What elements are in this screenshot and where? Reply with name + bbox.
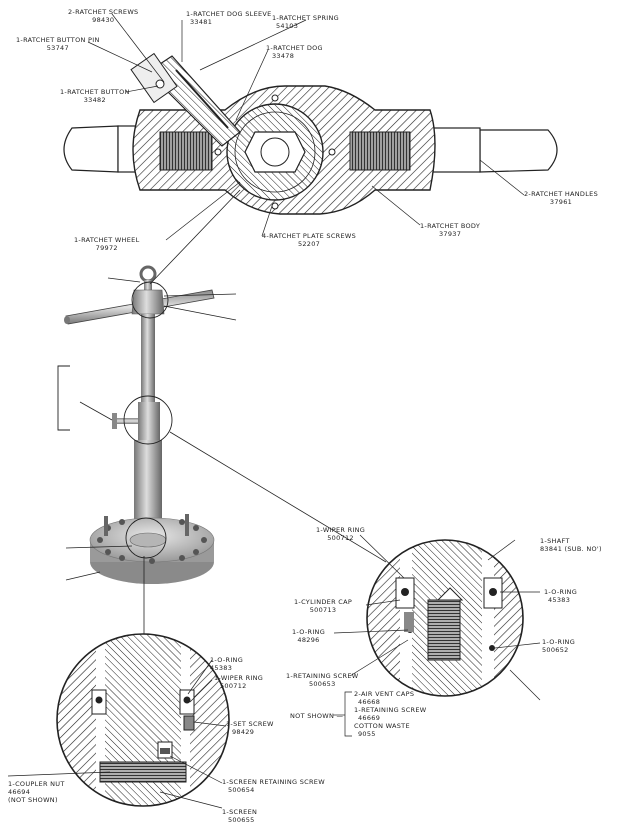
label-set-screw: 1-Set Screw98429: [226, 720, 274, 736]
label-ratchet-handles: 2-Ratchet Handles37961: [524, 190, 598, 206]
label-screen: 1-Screen500655: [222, 808, 258, 824]
label-ratchet-body: 1-Ratchet Body37937: [420, 222, 481, 238]
label-o-ring-4: 1-O-Ring45383: [210, 656, 244, 672]
label-coupler-nut: 1-Coupler Nut46694(Not Shown): [8, 780, 65, 804]
label-ratchet-screws: 2-Ratchet Screws98430: [68, 8, 139, 24]
label-wiper-ring-1: 1-Wiper Ring500712: [316, 526, 366, 542]
label-o-ring-1: 1-O-Ring45383: [544, 588, 578, 604]
ratchet-assembly: [63, 52, 558, 215]
callout-connectors: [143, 189, 387, 640]
label-wiper-ring-2: 1-Wiper Ring500712: [214, 674, 264, 690]
detail-cylinder-cap: [333, 534, 541, 737]
label-ratchet-wheel: 1-Ratchet Wheel79972: [74, 236, 140, 252]
not-shown-list: 2-Air Vent Caps46668 1-Retaining Screw46…: [354, 690, 427, 738]
label-ratchet-button: 1-Ratchet Button33482: [60, 88, 130, 104]
tool-assembly: [57, 265, 237, 584]
label-o-ring-2: 1-O-Ring48296: [292, 628, 326, 644]
label-ratchet-button-pin: 1-Ratchet Button Pin53747: [16, 36, 100, 52]
label-ratchet-plate-screws: 4-Ratchet Plate Screws52207: [262, 232, 357, 248]
label-shaft: 1-Shaft83841 (Sub. No'): [540, 537, 602, 553]
ratchet-leaders: [87, 13, 525, 241]
label-o-ring-3: 1-O-Ring500652: [542, 638, 576, 654]
detail-coupler: [7, 633, 230, 809]
label-not-shown: Not Shown —: [290, 712, 344, 720]
label-ratchet-dog: 1-Ratchet Dog33478: [266, 44, 323, 60]
label-ratchet-dog-sleeve: 1-Ratchet Dog Sleeve33481: [186, 10, 272, 26]
label-ratchet-spring: 1-Ratchet Spring54103: [272, 14, 340, 30]
label-screen-retaining-screw: 1-Screen Retaining Screw500654: [222, 778, 325, 794]
label-cylinder-cap: 1-Cylinder Cap500713: [294, 598, 353, 614]
label-retaining-screw: 1-Retaining Screw500653: [286, 672, 359, 688]
